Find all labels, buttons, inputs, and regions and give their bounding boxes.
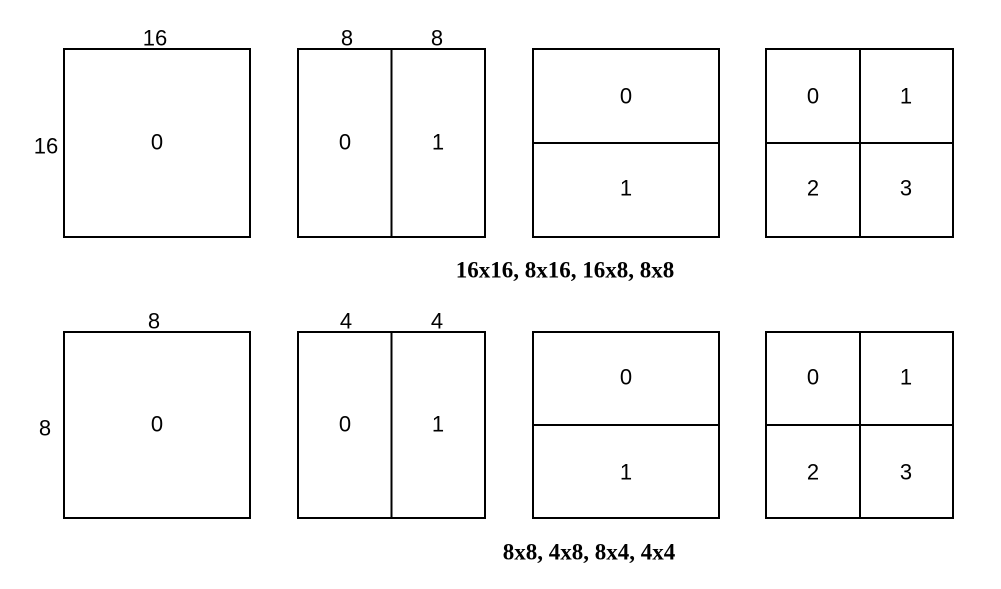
row1-box3-cell-1: 1 bbox=[620, 176, 632, 201]
row1-box1-cell-0: 0 bbox=[151, 130, 163, 155]
row1-box4-cell-1: 1 bbox=[900, 84, 912, 109]
row1-box1-height-label: 16 bbox=[34, 134, 58, 159]
row2-box2-cell-0: 0 bbox=[339, 412, 351, 437]
row1-box2-cell-0: 0 bbox=[339, 130, 351, 155]
row2-box4-cell-2: 2 bbox=[807, 460, 819, 485]
row2-box4-cell-0: 0 bbox=[807, 365, 819, 390]
row1-box4-cell-3: 3 bbox=[900, 176, 912, 201]
row1-box2-cell-1: 1 bbox=[432, 130, 444, 155]
row1-box3-cell-0: 0 bbox=[620, 84, 632, 109]
row1-box1-full-block bbox=[63, 48, 251, 238]
row2-box4-cell-3: 3 bbox=[900, 460, 912, 485]
row2-box3-cell-1: 1 bbox=[620, 460, 632, 485]
row2-box4-cell-1: 1 bbox=[900, 365, 912, 390]
row2-caption: 8x8, 4x8, 8x4, 4x4 bbox=[503, 540, 676, 565]
row2-box2-left-width-label: 4 bbox=[340, 309, 352, 334]
row1-box1-width-label: 16 bbox=[143, 26, 167, 51]
row1-box4-cell-2: 2 bbox=[807, 176, 819, 201]
row2-box1-full-block bbox=[63, 331, 251, 519]
row2-box1-height-label: 8 bbox=[39, 416, 51, 441]
row2-box1-width-label: 8 bbox=[148, 309, 160, 334]
row1-box2-left-width-label: 8 bbox=[341, 26, 353, 51]
row1-caption: 16x16, 8x16, 16x8, 8x8 bbox=[456, 258, 675, 283]
row2-box2-right-width-label: 4 bbox=[431, 309, 443, 334]
row1-box2-right-width-label: 8 bbox=[431, 26, 443, 51]
row2-box2-cell-1: 1 bbox=[432, 412, 444, 437]
row2-box3-cell-0: 0 bbox=[620, 365, 632, 390]
row1-box4-cell-0: 0 bbox=[807, 84, 819, 109]
row2-box1-cell-0: 0 bbox=[151, 412, 163, 437]
